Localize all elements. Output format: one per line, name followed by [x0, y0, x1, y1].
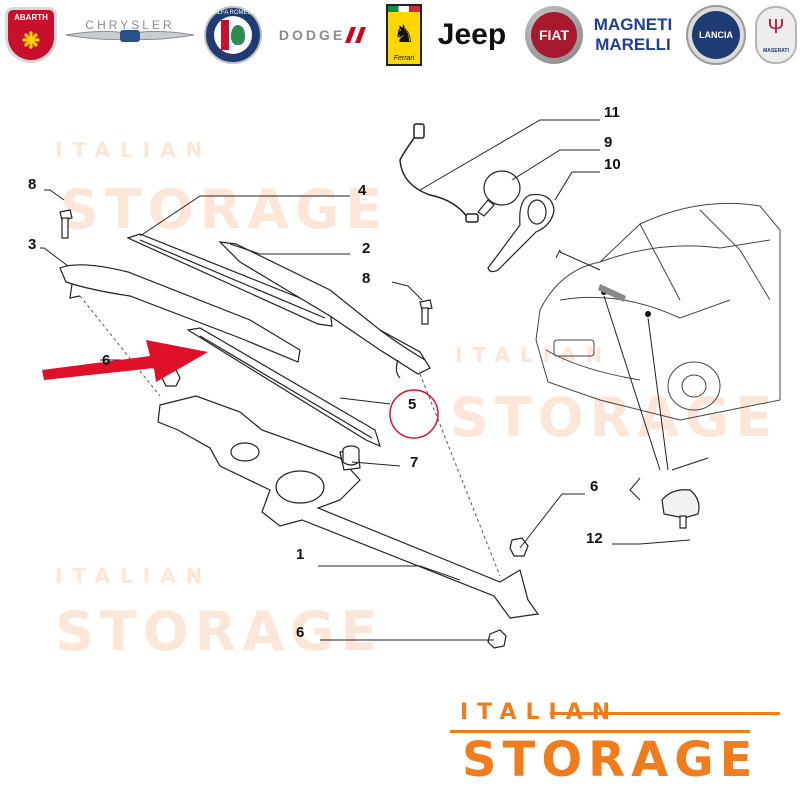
car-outline-illustration — [535, 202, 781, 421]
lancia-logo: LANCIA — [684, 4, 748, 66]
part-6-nut — [509, 537, 529, 557]
chrysler-logo: CHRYSLER — [64, 4, 196, 66]
abarth-scorpion-icon: ABARTH ❋ — [5, 7, 57, 63]
chrysler-wings-icon — [65, 30, 195, 42]
fiat-logo: FIAT — [524, 4, 584, 66]
callout-6: 6 — [590, 478, 599, 495]
callout-10: 10 — [604, 156, 621, 173]
part-7-grommet — [342, 445, 360, 466]
maserati-logo: Ψ MASERATI — [754, 4, 798, 66]
wiper-parts-diagram — [40, 119, 781, 649]
part-12-cap — [661, 489, 700, 529]
part-1-wiper-linkage — [157, 395, 540, 619]
logo-rule-top — [550, 712, 780, 715]
jeep-logo: Jeep — [437, 18, 507, 51]
watermark-italian: ITALIAN — [55, 138, 213, 162]
leader-lines — [40, 119, 709, 641]
fiat-badge-icon: FIAT — [525, 6, 583, 64]
italian-storage-logo: ITALIAN STORAGE — [450, 700, 790, 795]
part-10-washer-nozzle-cover — [487, 193, 555, 273]
dodge-stripes-icon — [345, 27, 367, 43]
callout-6: 6 — [296, 624, 305, 641]
watermark-storage: STORAGE — [60, 178, 389, 241]
part-8-bolt — [419, 299, 433, 325]
watermark-storage: STORAGE — [55, 600, 384, 663]
callout-11: 11 — [604, 104, 620, 121]
callout-1: 1 — [296, 546, 305, 563]
callout-12: 12 — [586, 530, 603, 547]
part-4-wiper-blade — [126, 233, 333, 327]
red-arrow-pointer — [42, 340, 208, 382]
maserati-trident-icon: Ψ MASERATI — [755, 6, 797, 64]
callout-4: 4 — [358, 182, 367, 199]
part-2-wiper-arm — [218, 241, 431, 379]
dashed-guide-lines — [79, 295, 501, 577]
part-5-wiper-blade — [186, 327, 381, 448]
magneti-marelli-logo: MAGNETI MARELLI — [593, 15, 673, 54]
part-3-wiper-arm — [59, 264, 301, 363]
watermark-italian: ITALIAN — [55, 564, 213, 588]
car-windshield-washer-detail — [598, 284, 651, 317]
brand-logo-bar: ABARTH ❋ CHRYSLER ALFA ROMEO DODGE ♞ Fe — [0, 0, 800, 70]
callout-5: 5 — [408, 396, 417, 413]
abarth-logo: ABARTH ❋ — [4, 4, 58, 66]
part-8-bolt — [59, 209, 73, 239]
callout-8: 8 — [362, 270, 371, 287]
callout-9: 9 — [604, 134, 613, 151]
logo-rule-bottom — [450, 730, 750, 733]
lancia-badge-icon: LANCIA — [686, 5, 746, 65]
callout-6: 6 — [102, 352, 111, 369]
watermark-storage: STORAGE — [450, 386, 779, 449]
callout-3: 3 — [28, 236, 37, 253]
logo-line-storage: STORAGE — [462, 732, 759, 788]
watermark-italian: ITALIAN — [455, 343, 613, 367]
dodge-logo: DODGE — [268, 4, 378, 66]
prancing-horse-icon: ♞ Ferrari — [386, 4, 422, 66]
alfa-romeo-logo: ALFA ROMEO — [202, 4, 264, 66]
part-11-washer-hose — [399, 123, 479, 223]
ferrari-logo: ♞ Ferrari — [384, 4, 424, 66]
callout-7: 7 — [410, 454, 419, 471]
callout-8: 8 — [28, 176, 37, 193]
part-9-washer-nozzle — [477, 170, 521, 217]
part-6-nut — [487, 629, 507, 649]
highlight-circle — [389, 389, 439, 439]
alfa-romeo-badge-icon — [204, 6, 262, 64]
callout-2: 2 — [362, 240, 371, 257]
